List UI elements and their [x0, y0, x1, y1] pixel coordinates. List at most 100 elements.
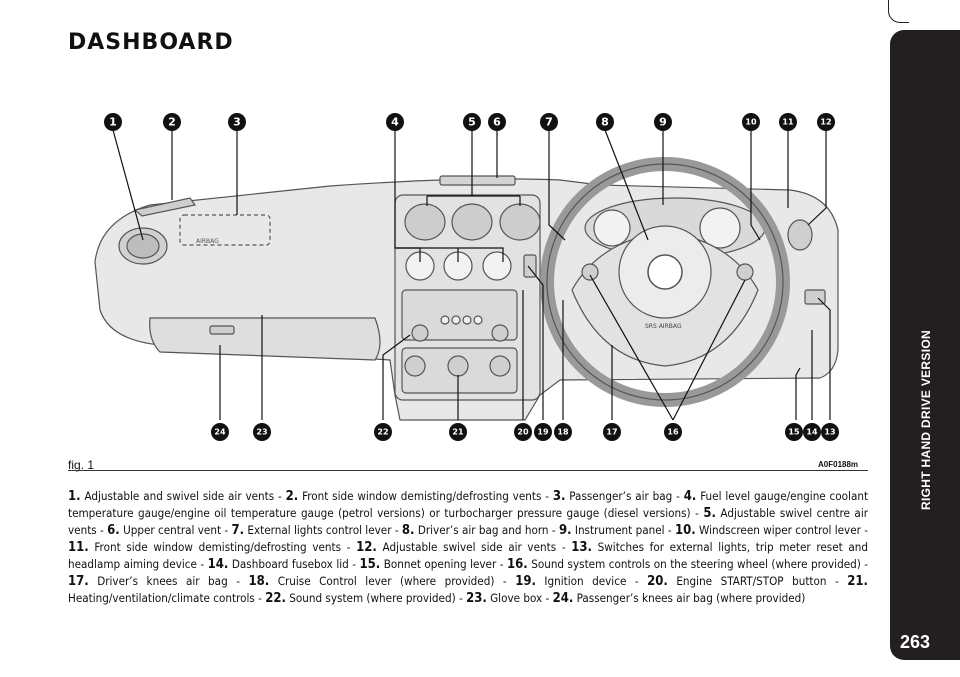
page-corner-line	[888, 0, 909, 23]
svg-text:19: 19	[537, 428, 549, 437]
callout-7: 7	[540, 113, 558, 131]
legend-item: 6. Upper central vent -	[107, 523, 229, 538]
svg-text:5: 5	[468, 116, 476, 129]
passenger-airbag-outline	[179, 214, 271, 246]
callout-13: 13	[821, 423, 839, 441]
callout-3: 3	[228, 113, 246, 131]
callout-20: 20	[514, 423, 532, 441]
gauge-right	[482, 251, 512, 281]
center-vent-middle	[451, 203, 493, 241]
wheel-control-right	[736, 263, 754, 281]
page-title: DASHBOARD	[68, 30, 234, 55]
callout-23: 23	[253, 423, 271, 441]
callout-5: 5	[463, 113, 481, 131]
legend-item: 3. Passenger’s air bag -	[552, 489, 680, 504]
legend-item: 8. Driver’s air bag and horn -	[401, 523, 556, 538]
center-vent-right	[499, 203, 541, 241]
svg-text:24: 24	[214, 428, 226, 437]
legend-item: 24. Passenger’s knees air bag (where pro…	[552, 591, 806, 606]
figure-code: A0F0188m	[818, 460, 859, 469]
legend-item: 15. Bonnet opening lever -	[359, 557, 504, 572]
callout-19: 19	[534, 423, 552, 441]
svg-text:9: 9	[659, 116, 667, 129]
legend-item: 22. Sound system (where provided) -	[265, 591, 463, 606]
callout-18: 18	[554, 423, 572, 441]
svg-text:2: 2	[168, 116, 176, 129]
right-side-vent	[787, 219, 813, 251]
legend-item: 10. Windscreen wiper control lever -	[674, 523, 869, 538]
svg-text:4: 4	[391, 116, 399, 129]
svg-text:10: 10	[745, 118, 757, 127]
svg-text:12: 12	[820, 118, 831, 127]
callout-12: 12	[817, 113, 835, 131]
figure-caption: fig. 1	[68, 458, 95, 472]
legend-item: 18. Cruise Control lever (where provided…	[248, 574, 507, 589]
legend-paragraph: 1. Adjustable and swivel side air vents …	[68, 488, 868, 607]
legend-item: 21. Heating/ventilation/climate controls…	[68, 574, 868, 605]
svg-text:6: 6	[493, 116, 501, 129]
glove-box-handle	[209, 325, 235, 335]
callout-15: 15	[785, 423, 803, 441]
legend-item: 20. Engine START/STOP button -	[647, 574, 839, 589]
callout-14: 14	[803, 423, 821, 441]
svg-text:8: 8	[601, 116, 609, 129]
legend-item: 23. Glove box -	[466, 591, 550, 606]
section-tab	[890, 30, 960, 660]
callout-badges: 1 2 3 4 5 6 7 8 9 10 11 12 13 14 15 16 1…	[104, 113, 839, 441]
sound-system	[401, 289, 518, 341]
legend-item: 17. Driver’s knees air bag -	[68, 574, 240, 589]
legend-item: 16. Sound system controls on the steerin…	[507, 557, 869, 572]
svg-text:23: 23	[256, 428, 267, 437]
svg-text:15: 15	[788, 428, 800, 437]
svg-text:14: 14	[806, 428, 818, 437]
callout-22: 22	[374, 423, 392, 441]
section-tab-label: RIGHT HAND DRIVE VERSION	[919, 330, 933, 510]
passenger-airbag-label: AIRBAG	[196, 238, 219, 245]
legend-item: 19. Ignition device -	[515, 574, 639, 589]
callout-4: 4	[386, 113, 404, 131]
legend-item: 5. Adjustable swivel centre air vents -	[68, 506, 869, 537]
steering-airbag-label: SRS AIRBAG	[645, 323, 682, 330]
svg-text:11: 11	[782, 118, 794, 127]
svg-text:22: 22	[377, 428, 388, 437]
svg-text:1: 1	[109, 116, 117, 129]
callout-9: 9	[654, 113, 672, 131]
svg-text:3: 3	[233, 116, 241, 129]
legend-item: 2. Front side window demisting/defrostin…	[285, 489, 549, 504]
left-demist-vent	[133, 197, 197, 217]
callout-2: 2	[163, 113, 181, 131]
page-number: 263	[900, 632, 931, 652]
upper-central-vent	[439, 175, 516, 186]
legend-item: 9. Instrument panel -	[558, 523, 672, 538]
legend-item: 1. Adjustable and swivel side air vents …	[68, 489, 282, 504]
center-vent-left	[404, 203, 446, 241]
callout-24: 24	[211, 423, 229, 441]
callout-8: 8	[596, 113, 614, 131]
legend-item: 7. External lights control lever -	[231, 523, 399, 538]
dashboard-illustration: AIRBAG	[94, 113, 839, 441]
callout-17: 17	[603, 423, 621, 441]
callout-1: 1	[104, 113, 122, 131]
svg-text:18: 18	[557, 428, 569, 437]
callout-leader-lines	[112, 129, 831, 421]
svg-text:20: 20	[517, 428, 529, 437]
callout-21: 21	[449, 423, 467, 441]
alfa-badge	[647, 254, 683, 290]
svg-text:17: 17	[606, 428, 617, 437]
legend-item: 4. Fuel level gauge/engine coolant tempe…	[68, 489, 869, 520]
figure-rule	[68, 470, 868, 471]
wheel-control-left	[581, 263, 599, 281]
svg-text:13: 13	[824, 428, 835, 437]
svg-text:7: 7	[545, 116, 553, 129]
legend-item: 12. Adjustable swivel side air vents -	[356, 540, 566, 555]
legend-item: 13. Switches for external lights, trip m…	[68, 540, 869, 571]
svg-text:16: 16	[667, 428, 679, 437]
svg-text:21: 21	[452, 428, 464, 437]
callout-11: 11	[779, 113, 797, 131]
callout-6: 6	[488, 113, 506, 131]
callout-16: 16	[664, 423, 682, 441]
glove-box	[149, 317, 381, 361]
legend-item: 11. Front side window demisting/defrosti…	[68, 540, 351, 555]
callout-10: 10	[742, 113, 760, 131]
legend-item: 14. Dashboard fusebox lid -	[207, 557, 356, 572]
